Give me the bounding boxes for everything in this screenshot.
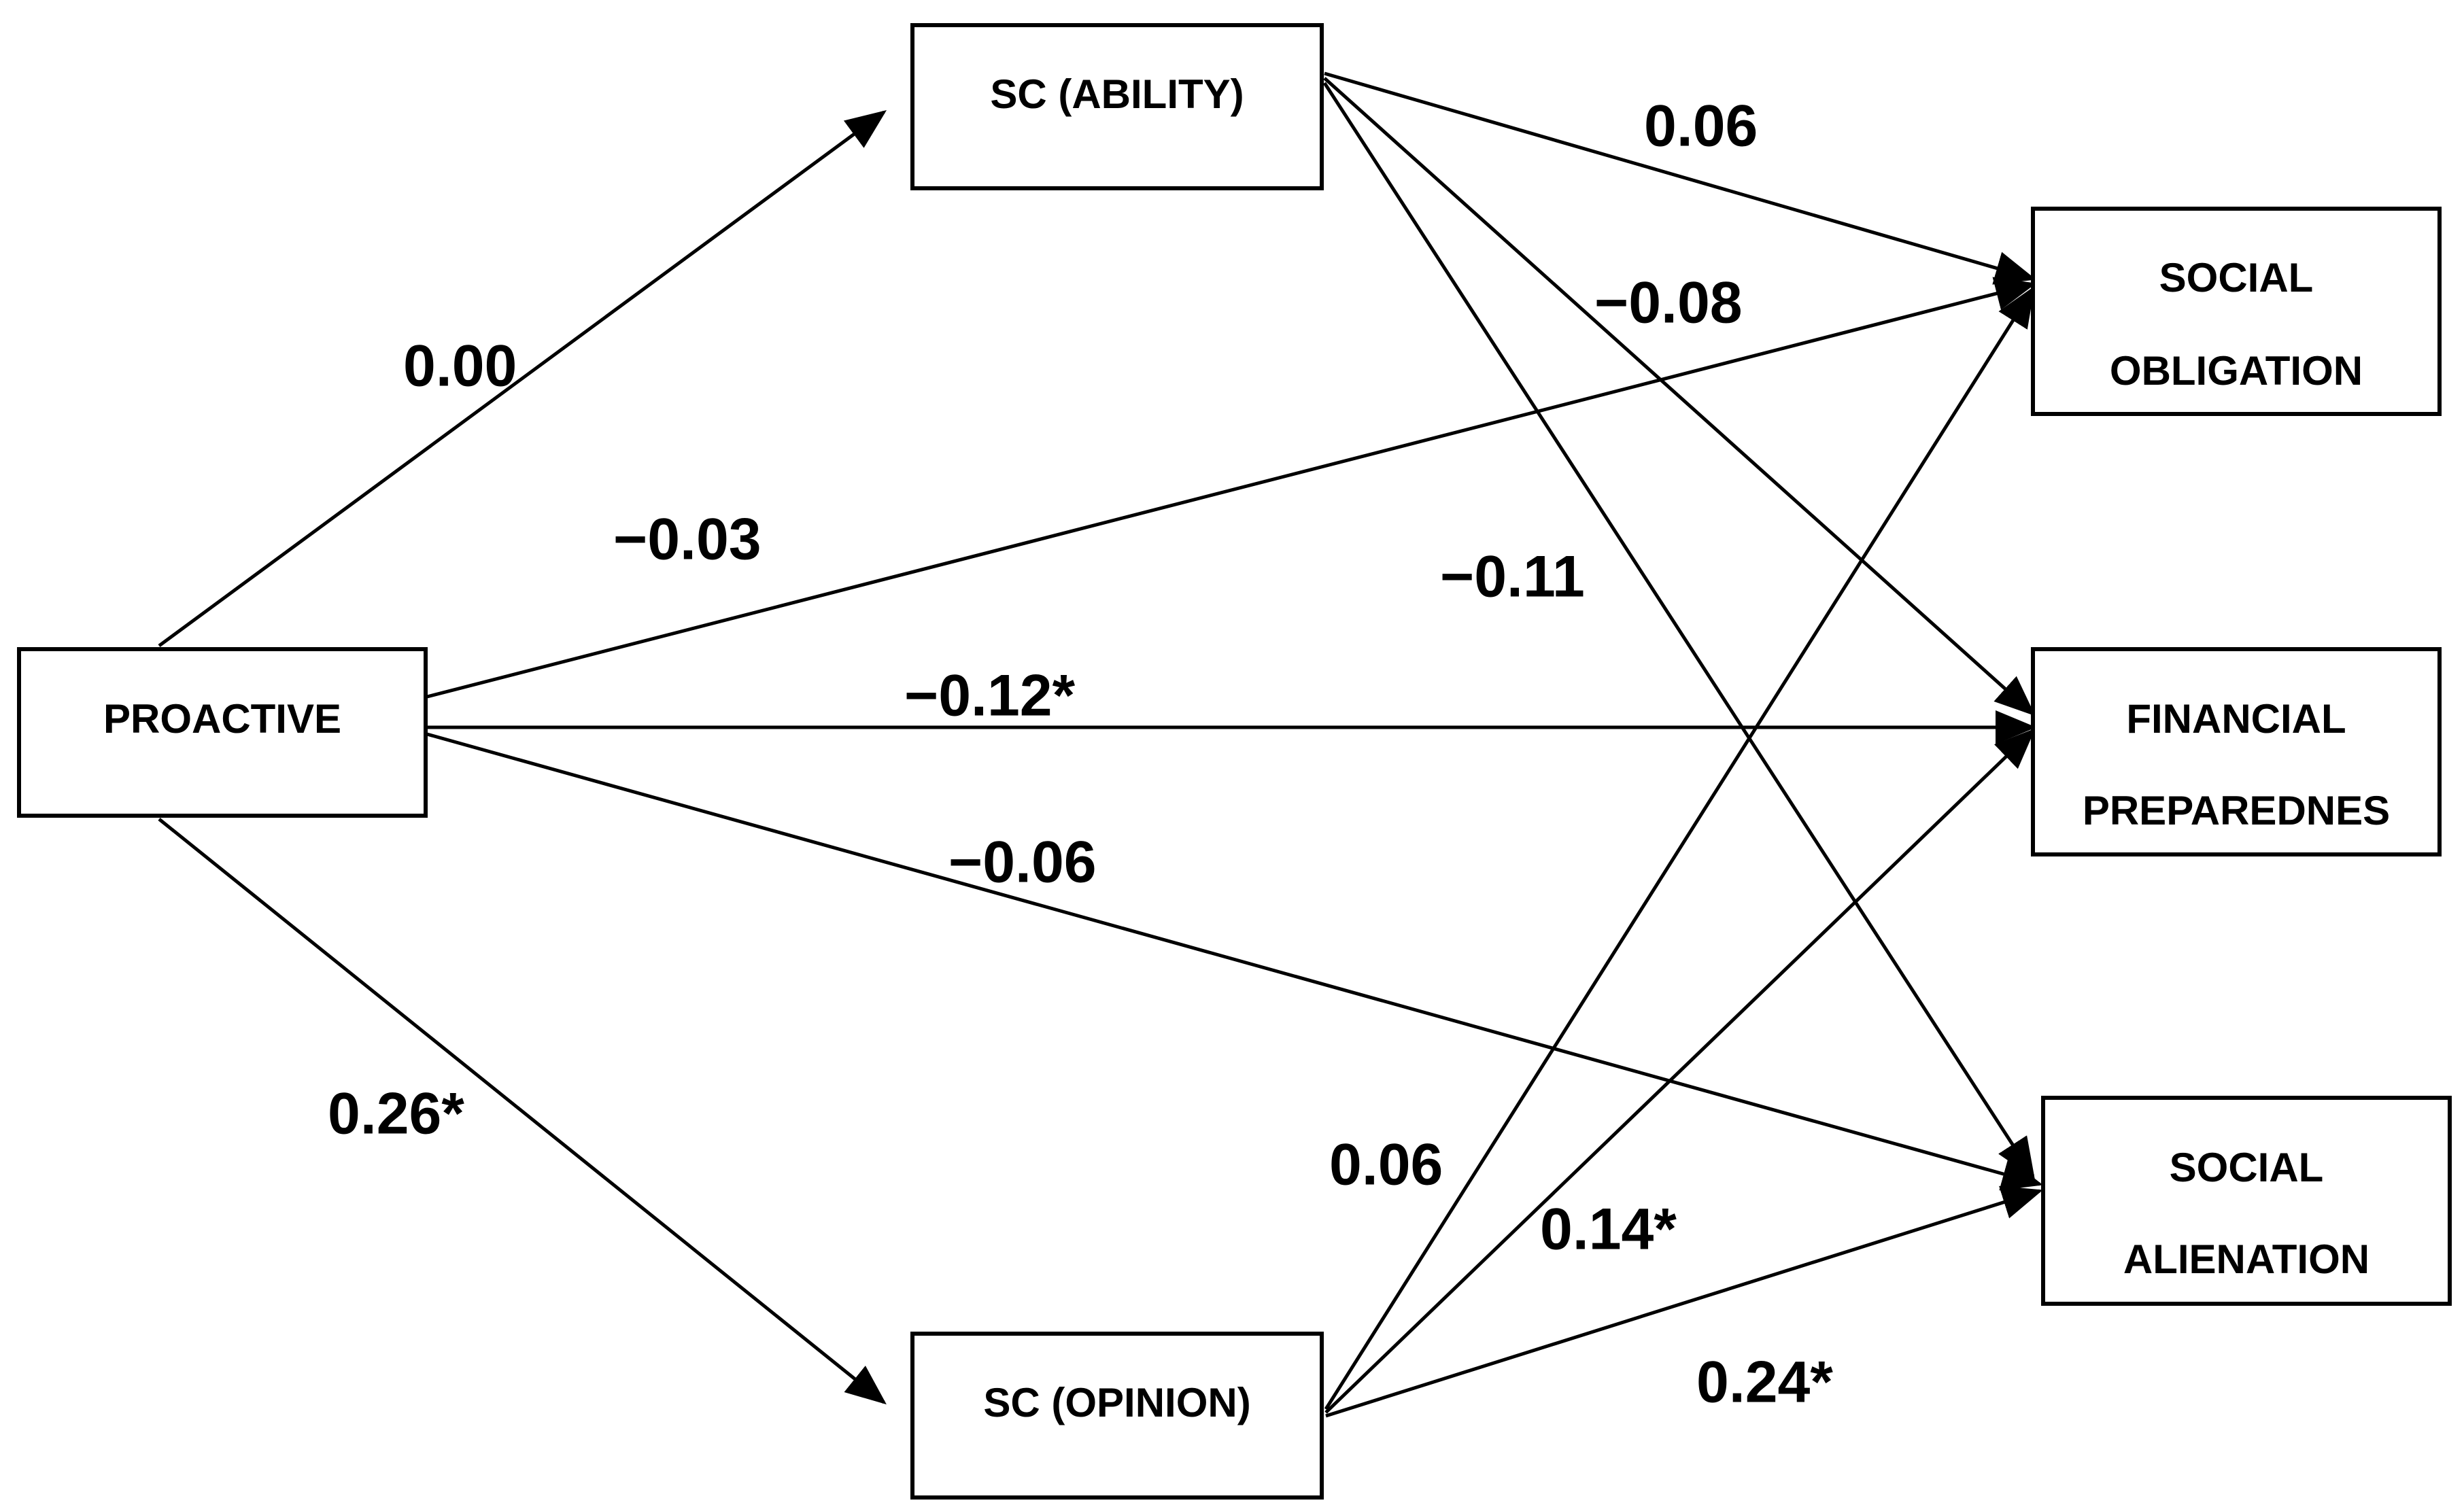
node-financial-preparedness: FINANCIAL PREPAREDNES (2031, 647, 2442, 856)
node-social-alienation-label-line2: ALIENATION (2123, 1236, 2369, 1282)
node-social-alienation: SOCIAL ALIENATION (2041, 1096, 2452, 1306)
edge-sc-ability-to-social-obligation (1324, 71, 2036, 285)
coefficient-proactive-to-social-obligation: −0.03 (613, 507, 762, 572)
node-financial-preparedness-label-line1: FINANCIAL (2126, 696, 2346, 742)
node-financial-preparedness-label-line2: PREPAREDNES (2083, 788, 2390, 833)
coefficient-sc-opinion-to-financial-preparedness: 0.14* (1540, 1197, 1677, 1262)
coefficient-sc-ability-to-financial-preparedness: −0.08 (1594, 271, 1743, 336)
node-proactive-label: PROACTIVE (103, 696, 341, 742)
coefficient-proactive-to-financial-preparedness: −0.12* (904, 663, 1076, 729)
edge-proactive-to-social-obligation (426, 277, 2036, 699)
coefficient-proactive-to-sc-opinion: 0.26* (328, 1081, 464, 1147)
coefficient-sc-ability-to-social-alienation: −0.11 (1440, 544, 1585, 610)
edge-proactive-to-sc-opinion (158, 818, 887, 1405)
edge-proactive-to-sc-ability (158, 110, 887, 648)
node-sc-ability: SC (ABILITY) (910, 23, 1324, 190)
node-proactive: PROACTIVE (17, 647, 428, 818)
edges (158, 71, 2043, 1418)
node-social-obligation-label-line2: OBLIGATION (2110, 348, 2363, 394)
coefficient-proactive-to-sc-ability: 0.00 (403, 334, 517, 399)
node-sc-opinion-label: SC (OPINION) (983, 1380, 1250, 1425)
node-social-obligation-label-line1: SOCIAL (2159, 255, 2314, 300)
node-social-obligation: SOCIAL OBLIGATION (2031, 207, 2442, 416)
edge-proactive-to-social-alienation (426, 732, 2043, 1191)
edge-sc-ability-to-financial-preparedness (1323, 77, 2036, 716)
coefficient-sc-opinion-to-social-alienation: 0.24* (1696, 1350, 1833, 1415)
node-social-alienation-label-line1: SOCIAL (2170, 1145, 2324, 1190)
coefficient-proactive-to-social-alienation: −0.06 (948, 830, 1097, 895)
edge-sc-opinion-to-social-obligation (1324, 285, 2035, 1410)
node-sc-opinion: SC (OPINION) (910, 1332, 1324, 1500)
coefficient-sc-ability-to-social-obligation: 0.06 (1644, 94, 1758, 159)
coefficient-sc-opinion-to-social-obligation: 0.06 (1329, 1132, 1443, 1198)
edge-sc-opinion-to-financial-preparedness (1324, 728, 2036, 1414)
edge-sc-ability-to-social-alienation (1322, 82, 2035, 1179)
node-sc-ability-label: SC (ABILITY) (990, 71, 1244, 117)
edge-sc-opinion-to-social-alienation (1325, 1185, 2043, 1418)
edge-labels: 0.00 0.26* −0.03 −0.12* −0.06 0.06 −0.08… (328, 94, 1833, 1415)
